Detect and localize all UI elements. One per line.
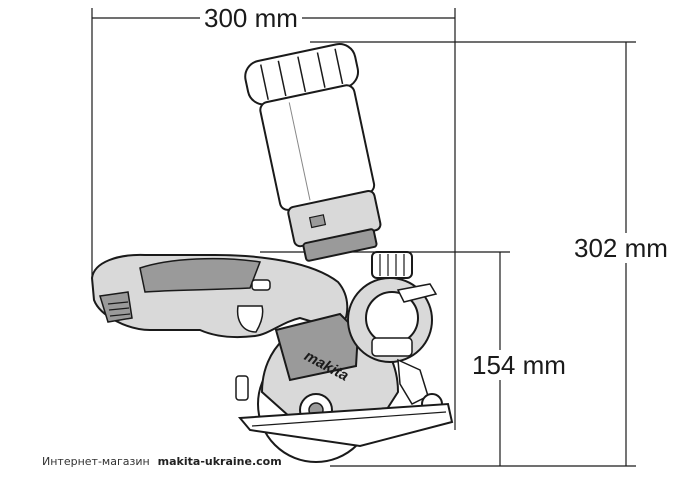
base-plate	[237, 402, 454, 448]
depth-knob-ribs	[379, 254, 405, 276]
trigger	[236, 305, 264, 333]
guard-top-panel	[274, 312, 360, 382]
footer-watermark: Интернет-магазин makita-ukraine.com	[42, 455, 282, 468]
base-rear-knob	[235, 375, 249, 401]
battery-latch	[308, 214, 327, 229]
handle-grip-panel	[139, 257, 262, 293]
base-height-dimension-label: 154 mm	[470, 350, 568, 380]
motor-vent	[371, 337, 413, 357]
bevel-arm	[397, 358, 429, 405]
total-height-dimension-label: 302 mm	[572, 233, 670, 263]
width-dimension-label: 300 mm	[200, 3, 302, 33]
shop-text: Интернет-магазин	[42, 455, 150, 468]
blade-assembly	[235, 251, 454, 463]
battery-pack	[244, 43, 382, 262]
battery-base	[302, 228, 378, 262]
battery-grip-ribs	[259, 48, 344, 100]
lock-button	[251, 279, 271, 291]
site-link[interactable]: makita-ukraine.com	[157, 455, 282, 468]
rear-battery-foot	[99, 291, 133, 323]
rear-vent-slots	[107, 301, 131, 317]
base-plate-edge	[251, 411, 447, 427]
battery-body-shade	[288, 102, 311, 201]
front-lever	[396, 283, 438, 303]
depth-knob	[371, 251, 413, 279]
